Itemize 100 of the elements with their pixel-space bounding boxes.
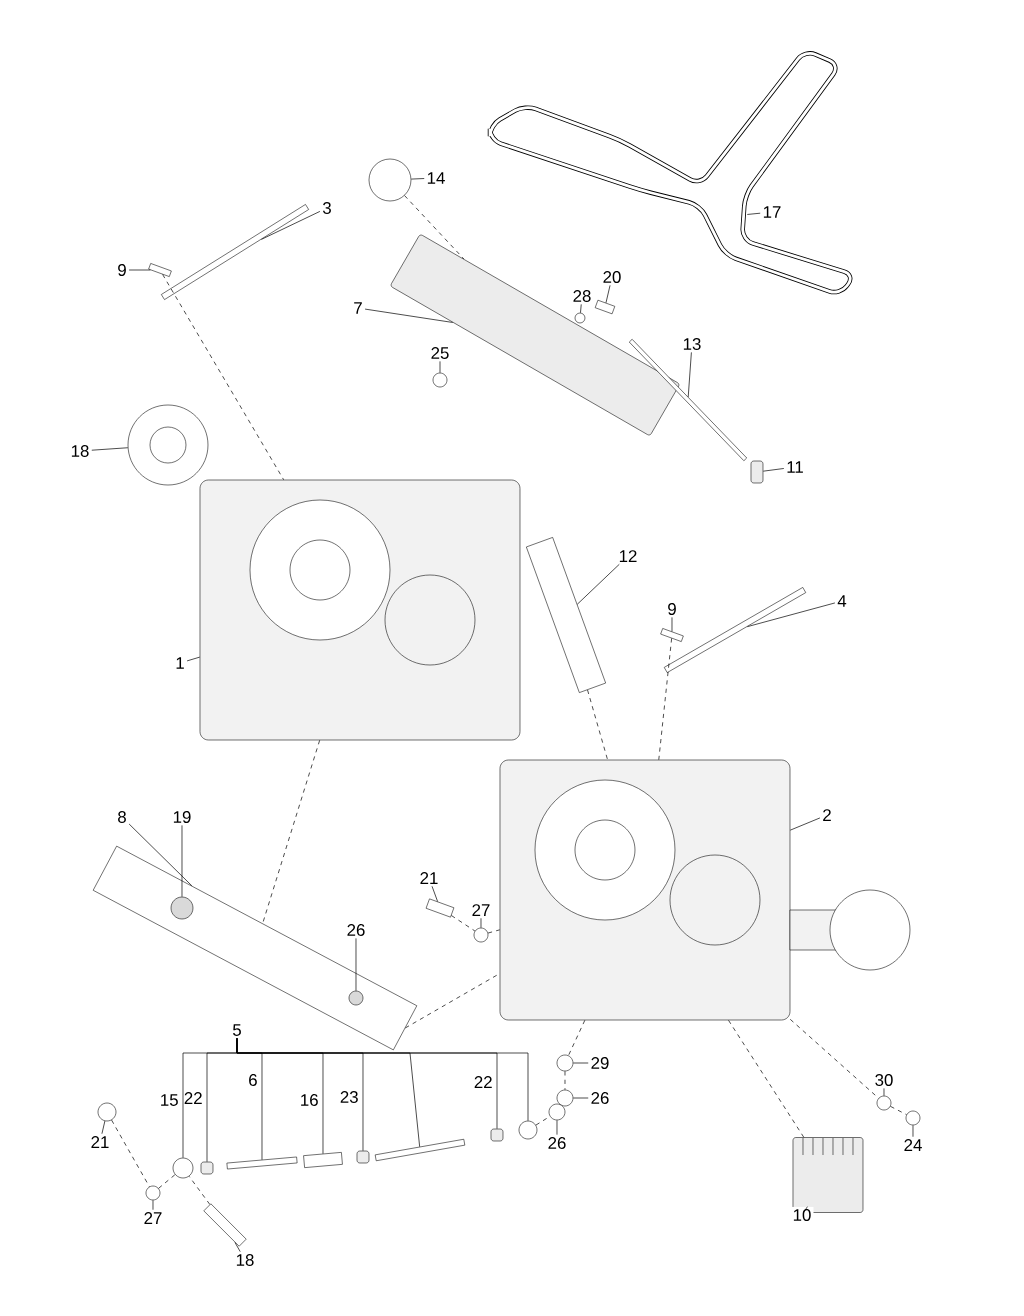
leader-line: [261, 211, 321, 240]
leader-line: [762, 468, 785, 472]
leader-line: [128, 269, 151, 271]
dashed-line: [658, 638, 672, 761]
nut-drawing: [905, 1110, 921, 1126]
callout-number: 27: [141, 1210, 165, 1226]
dashed-line: [487, 929, 501, 934]
edge-label: 15: [161, 1094, 178, 1106]
callout-number: 29: [588, 1054, 612, 1072]
callout-number: 18: [233, 1251, 257, 1269]
leader-line: [789, 817, 821, 831]
pin-drawing: [594, 299, 616, 315]
dashed-line: [587, 689, 608, 761]
washer-drawing: [145, 1185, 161, 1201]
callout-number: 14: [424, 170, 448, 186]
nut-drawing: [548, 1103, 566, 1121]
leader-line: [572, 1097, 589, 1099]
callout-number: 24: [901, 1137, 925, 1153]
washer-drawing: [574, 312, 586, 324]
dashed-line: [111, 1119, 150, 1187]
leader-line: [91, 447, 129, 451]
leader-line: [101, 1120, 106, 1135]
transaxle-drawing: [499, 759, 911, 1021]
nut-drawing: [490, 1128, 504, 1142]
callout-number: 8: [115, 808, 129, 826]
leader-line: [556, 1119, 558, 1135]
callout-number: 18: [68, 442, 92, 460]
transaxle-drawing: [199, 479, 521, 741]
callout-number: 30: [872, 1071, 896, 1089]
callout-number: 21: [417, 870, 441, 886]
spacer-drawing: [170, 896, 194, 920]
washer-drawing: [876, 1095, 892, 1111]
callout-number: 11: [784, 459, 806, 475]
leader-line: [803, 1206, 808, 1214]
callout-number: 19: [170, 808, 194, 826]
dashed-line: [158, 1174, 176, 1189]
dashed-line: [789, 1019, 879, 1099]
bolt-drawing: [203, 1203, 247, 1247]
leader-line: [236, 1037, 529, 1122]
washer-drawing: [556, 1054, 574, 1072]
dashed-line: [890, 1106, 907, 1115]
callout-number: 26: [588, 1089, 612, 1107]
callout-number: 13: [680, 335, 704, 353]
rod-drawing: [226, 1156, 298, 1170]
edge-label: 6: [249, 1074, 257, 1086]
sleeve-drawing: [303, 1152, 343, 1168]
sensor-drawing: [750, 460, 764, 484]
leader-line: [912, 1124, 914, 1138]
nut-drawing: [556, 1089, 574, 1107]
edge-label: 22: [474, 1076, 492, 1088]
ball-joint-drawing: [172, 1157, 194, 1179]
leader-line: [572, 1062, 589, 1064]
callout-number: 2: [820, 807, 834, 823]
leader-line: [580, 304, 582, 314]
leader-line: [128, 823, 193, 887]
dashed-line: [564, 1070, 566, 1091]
bolt-drawing: [425, 898, 455, 918]
callout-number: 26: [344, 921, 368, 939]
leader-line: [355, 938, 357, 992]
bracket-drawing: [92, 845, 418, 1051]
leader-line: [883, 1088, 885, 1097]
callout-number: 9: [665, 600, 679, 618]
ball-joint-drawing: [518, 1120, 538, 1140]
leader-line: [431, 885, 438, 902]
callout-number: 1: [173, 655, 187, 671]
callout-number: 12: [616, 548, 640, 564]
leader-line: [152, 1199, 154, 1211]
leader-line: [410, 178, 425, 180]
edge-label: 22: [184, 1092, 202, 1104]
dashed-line: [188, 1175, 211, 1205]
tank-drawing: [390, 234, 680, 436]
callout-number: 9: [115, 261, 129, 279]
rod-drawing: [374, 1138, 466, 1162]
leader-line: [687, 352, 692, 398]
nut-drawing: [200, 1161, 214, 1175]
edge-label: 16: [301, 1094, 318, 1106]
callout-number: 21: [88, 1134, 112, 1150]
washer-drawing: [473, 927, 489, 943]
washer-drawing: [348, 990, 364, 1006]
leader-line: [480, 917, 482, 929]
leader-line: [234, 1242, 241, 1252]
rod-drawing: [161, 204, 309, 300]
leader-line: [186, 656, 201, 662]
dashed-line: [162, 274, 284, 481]
leader-line: [746, 212, 761, 215]
dashed-line: [451, 915, 476, 932]
callout-number: 4: [835, 593, 849, 609]
callout-number: 7: [351, 300, 365, 316]
nut-drawing: [356, 1150, 370, 1164]
callout-number: 27: [469, 902, 493, 918]
nut-drawing: [97, 1102, 117, 1122]
rod-drawing: [628, 339, 748, 462]
callout-number: 5: [230, 1022, 244, 1038]
callout-number: 26: [545, 1134, 569, 1152]
dashed-line: [568, 1019, 586, 1056]
dashed-line: [728, 1019, 805, 1138]
nut-drawing: [432, 372, 448, 388]
callout-number: 20: [600, 268, 624, 286]
leader-line: [576, 563, 620, 605]
clip-drawing: [660, 628, 684, 642]
